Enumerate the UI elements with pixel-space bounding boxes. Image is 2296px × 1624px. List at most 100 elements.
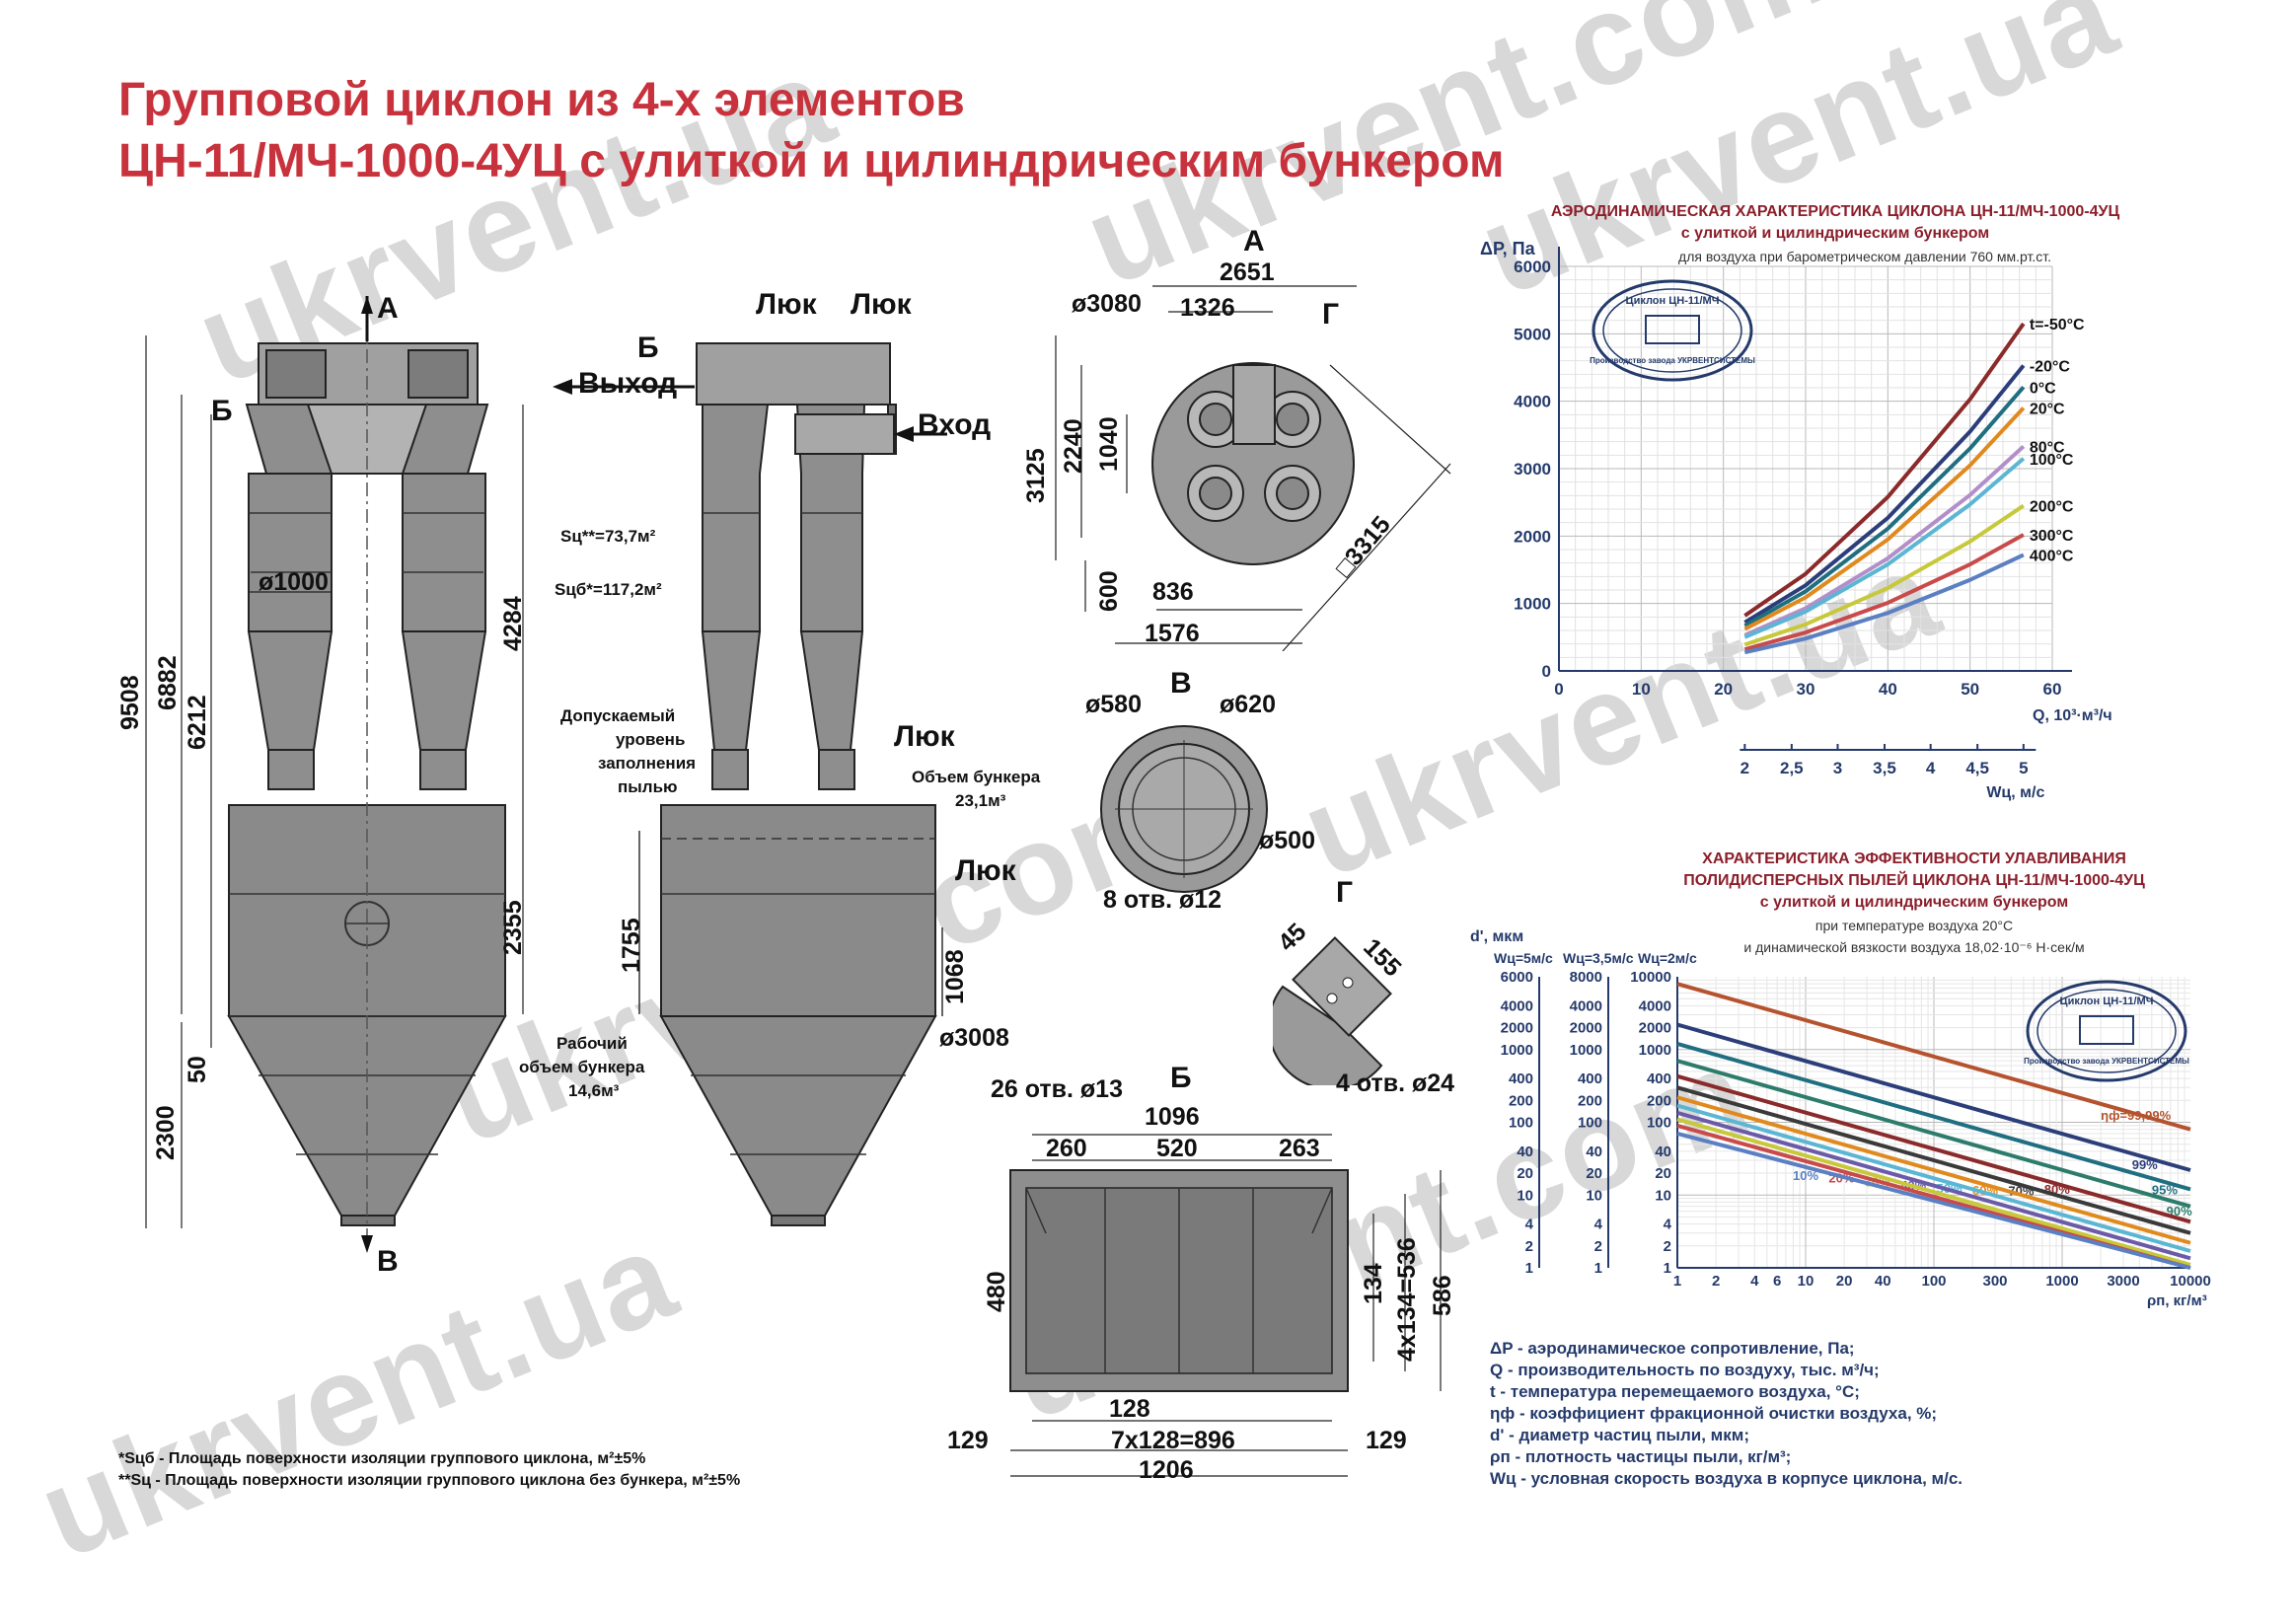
x2-tick-label: 5 — [2019, 759, 2028, 777]
legend-line: ρп - плотность частицы пыли, кг/м³; — [1490, 1447, 1792, 1466]
series-line — [1676, 1041, 2191, 1192]
front-view-drawing — [145, 296, 524, 1253]
series-line — [1676, 1095, 2191, 1245]
stamp-text-top: Циклон ЦН-11/МЧ — [2060, 996, 2154, 1007]
legend-line: t - температура перемещаемого воздуха, °… — [1490, 1382, 1860, 1401]
top-view-label-g: Г — [1322, 298, 1340, 331]
chart2-title2: ПОЛИДИСПЕРСНЫХ ПЫЛЕЙ ЦИКЛОНА ЦН-11/МЧ-10… — [1683, 872, 2145, 889]
series-label: 200°C — [2030, 499, 2074, 516]
x-axis-label: Q, 10³·м³/ч — [2033, 707, 2112, 724]
factory-stamp-2: Циклон ЦН-11/МЧ Производство завода УКРВ… — [2024, 980, 2189, 1082]
outlet-label: Выход — [578, 367, 678, 400]
y-axis-35-tick-label: 4000 — [1570, 997, 1602, 1014]
y-axis-5-tick-label: 1 — [1525, 1260, 1533, 1277]
y-tick-label: 2000 — [1514, 527, 1551, 546]
dim-4x134: 4x134=536 — [1393, 1237, 1421, 1362]
dim-586: 586 — [1429, 1275, 1456, 1316]
dim-9508: 9508 — [116, 675, 144, 730]
series-label: 100°C — [2030, 452, 2074, 469]
x2-tick-label: 3,5 — [1873, 759, 1896, 777]
dim-1755: 1755 — [618, 918, 645, 973]
y-axis-5-tick-label: 4000 — [1501, 997, 1533, 1014]
chart1-title: АЭРОДИНАМИЧЕСКАЯ ХАРАКТЕРИСТИКА ЦИКЛОНА … — [1550, 203, 2120, 220]
x-tick-label: 1000 — [2045, 1273, 2078, 1290]
series-label: t=-50°C — [2030, 317, 2085, 333]
x2-axis-label: Wц, м/с — [1986, 784, 2044, 801]
footnote-1: *Sцб - Площадь поверхности изоляции груп… — [118, 1450, 646, 1467]
x-tick-label: 10000 — [2170, 1273, 2211, 1290]
work-volume-1: Рабочий — [556, 1034, 628, 1053]
series-line — [1743, 457, 2026, 639]
dim-4284: 4284 — [499, 596, 527, 651]
x-tick-label: 4 — [1750, 1273, 1759, 1290]
x2-tick-label: 2 — [1741, 759, 1749, 777]
x-tick-label: 50 — [1961, 680, 1979, 699]
dia-500: ø500 — [1259, 827, 1315, 854]
series-label: 10% — [1793, 1168, 1818, 1183]
y-axis-5-tick-label: 200 — [1509, 1092, 1533, 1109]
y-tick-label: 10000 — [1630, 969, 1671, 986]
dim-1326: 1326 — [1180, 294, 1235, 322]
y-tick-label: 40 — [1655, 1144, 1671, 1160]
x-tick-label: 40 — [1875, 1273, 1891, 1290]
watermark: ukrvent.ua — [20, 1202, 695, 1587]
y-axis-5-label: Wц=5м/с — [1494, 950, 1553, 966]
y-tick-label: 2 — [1664, 1238, 1671, 1255]
y-axis-5-tick-label: 1000 — [1501, 1042, 1533, 1059]
inlet-label: Вход — [918, 408, 992, 441]
y-tick-label: 3000 — [1514, 460, 1551, 479]
y-tick-label: 6000 — [1514, 258, 1551, 276]
x-tick-label: 60 — [2043, 680, 2062, 699]
bunker-volume-2: 23,1м³ — [955, 791, 1006, 810]
dim-2240: 2240 — [1060, 418, 1087, 474]
x-axis-label: ρп, кг/м³ — [2147, 1292, 2207, 1309]
detail-holes: 4 отв. ø24 — [1336, 1070, 1455, 1097]
x2-tick-label: 4 — [1926, 759, 1936, 777]
series-line — [1743, 444, 2026, 637]
legend-line: ηф - коэффициент фракционной очистки воз… — [1490, 1404, 1938, 1423]
dim-1040: 1040 — [1095, 416, 1123, 472]
y-tick-label: 4000 — [1514, 393, 1551, 411]
y-axis-5-tick-label: 2000 — [1501, 1020, 1533, 1037]
y-tick-label: 200 — [1647, 1092, 1671, 1109]
x2-tick-label: 2,5 — [1780, 759, 1804, 777]
x-tick-label: 40 — [1879, 680, 1897, 699]
y-axis-35-tick-label: 2 — [1594, 1238, 1602, 1255]
dim-6212: 6212 — [184, 695, 211, 750]
legend-line: d' - диаметр частиц пыли, мкм; — [1490, 1426, 1750, 1444]
y-axis-35-tick-label: 200 — [1578, 1092, 1602, 1109]
x-tick-label: 20 — [1836, 1273, 1853, 1290]
y-axis-5-tick-label: 10 — [1517, 1187, 1533, 1204]
x-tick-label: 1 — [1673, 1273, 1681, 1290]
hatch-label-4: Люк — [955, 854, 1016, 887]
x2-tick-label: 3 — [1833, 759, 1842, 777]
dim-600: 600 — [1095, 570, 1123, 612]
dim-134: 134 — [1360, 1263, 1387, 1304]
allow-level-3: заполнения — [598, 754, 697, 773]
dim-129-left: 129 — [947, 1427, 989, 1454]
outlet-holes: 26 отв. ø13 — [991, 1075, 1123, 1103]
y-tick-label: 0 — [1542, 662, 1551, 681]
series-line — [1743, 364, 2026, 625]
dim-1206: 1206 — [1139, 1456, 1194, 1484]
y-axis-35-tick-label: 1 — [1594, 1260, 1602, 1277]
efficiency-chart: 1241020401002004001000200040001000012410… — [1470, 928, 2211, 1309]
chart1-subtitle2: для воздуха при барометрическом давлении… — [1678, 249, 2051, 264]
x-tick-label: 10 — [1798, 1273, 1815, 1290]
hatch-label-1: Люк — [756, 288, 817, 321]
y-axis-main-label: Wц=2м/с — [1638, 950, 1697, 966]
y-tick-label: 100 — [1647, 1115, 1671, 1132]
dim-2355: 2355 — [499, 900, 527, 955]
dim-260: 260 — [1046, 1135, 1087, 1162]
y-tick-label: 20 — [1655, 1165, 1671, 1182]
factory-stamp-1: Циклон ЦН-11/МЧ Производство завода УКРВ… — [1590, 279, 1755, 382]
legend-line: Q - производительность по воздуху, тыс. … — [1490, 1361, 1880, 1379]
allow-level-4: пылью — [618, 777, 678, 796]
side-view-label-b: Б — [637, 332, 659, 364]
y-axis-35-tick-label: 20 — [1586, 1165, 1602, 1182]
y-tick-label: 1000 — [1639, 1042, 1671, 1059]
series-label: 80°C — [2030, 439, 2065, 456]
dia-580: ø580 — [1085, 691, 1142, 718]
